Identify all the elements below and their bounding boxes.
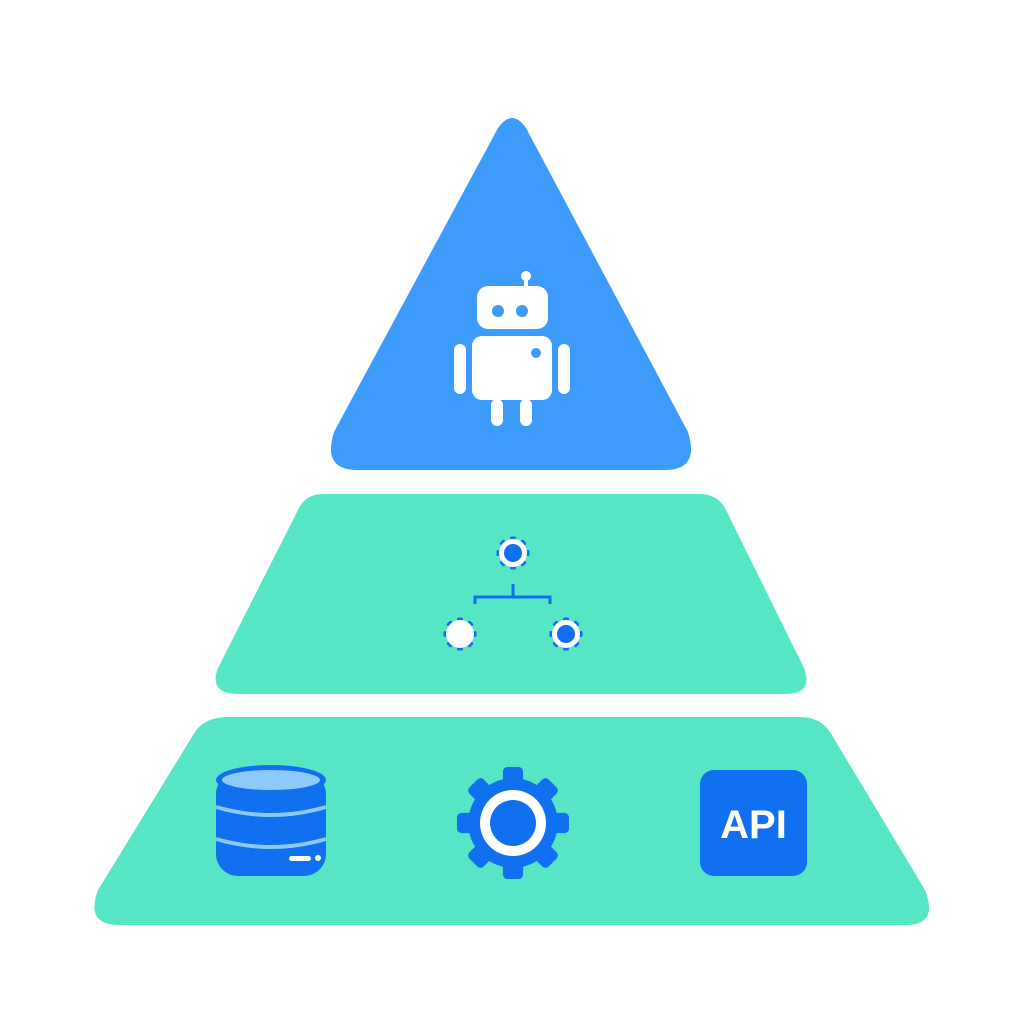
gear-network-icon <box>443 536 583 651</box>
gear-icon <box>457 767 569 879</box>
api-icon: API <box>700 770 807 876</box>
database-icon <box>215 765 327 876</box>
api-label: API <box>720 803 787 847</box>
robot-eyes <box>492 305 541 358</box>
middle-layer <box>215 494 807 694</box>
